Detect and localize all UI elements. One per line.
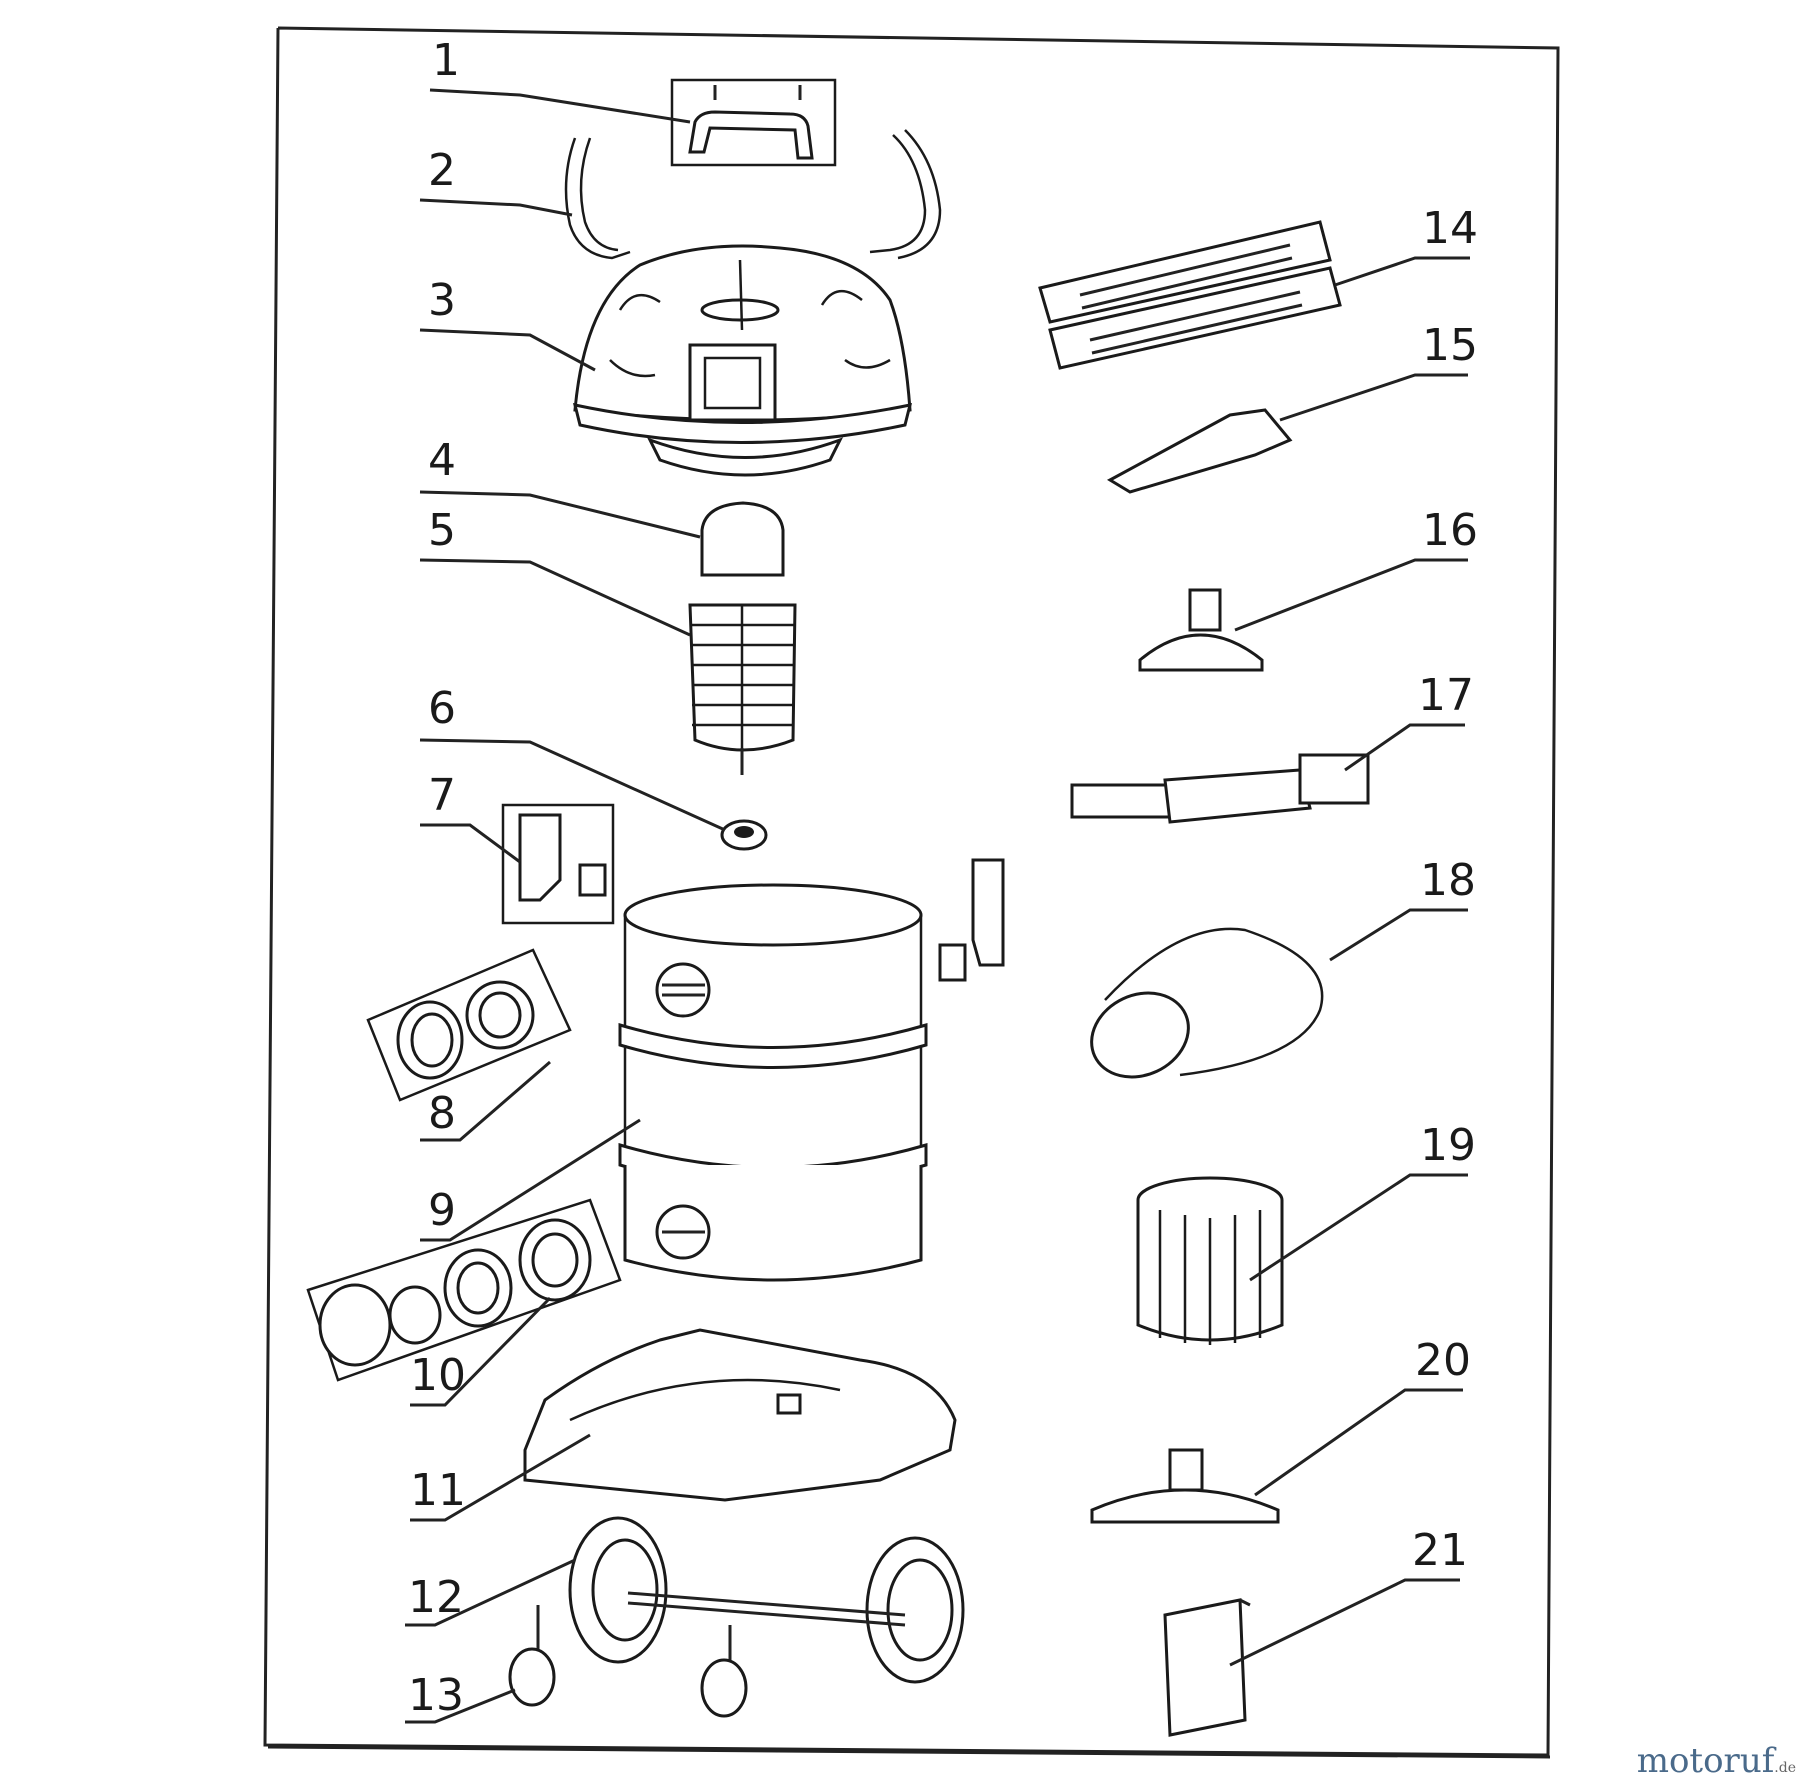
watermark-brand: motoruf: [1636, 1741, 1775, 1781]
part-2-clips: [564, 129, 942, 260]
part-number-label: 3: [428, 275, 456, 326]
part-number-label: 7: [428, 770, 456, 821]
part-number-label: 4: [428, 435, 456, 486]
part-number-label: 17: [1418, 670, 1474, 721]
part-number-label: 1: [432, 35, 460, 86]
part-number-label: 13: [408, 1670, 464, 1721]
part-19-cartridge-filter: [1136, 1176, 1284, 1345]
part-1-handle: [670, 78, 837, 167]
part-15-crevice-nozzle: [1106, 408, 1293, 494]
part-number-label: 15: [1422, 320, 1478, 371]
part-number-label: 9: [428, 1185, 456, 1236]
part-3-motor-head: [572, 244, 913, 477]
part-10-adapter-set: [306, 1198, 622, 1382]
part-13-casters: [508, 1605, 748, 1718]
part-16-brush: [1138, 588, 1264, 672]
watermark-suffix: .de: [1774, 1760, 1796, 1776]
part-12-wheels: [568, 1516, 965, 1684]
part-6-float: [720, 819, 768, 851]
part-number-label: 11: [410, 1465, 466, 1516]
part-21-manual: [1163, 1598, 1251, 1737]
part-number-label: 8: [428, 1088, 456, 1139]
diagram-frame: [263, 26, 1560, 1757]
part-5-filter-cage: [688, 603, 797, 775]
part-number-label: 21: [1412, 1525, 1468, 1576]
part-number-label: 20: [1415, 1335, 1471, 1386]
part-18-sleeve: [1090, 927, 1324, 1079]
part-number-label: 19: [1420, 1120, 1476, 1171]
watermark-logo: motoruf.de: [1637, 1741, 1796, 1781]
leader-lines: [405, 88, 1470, 1724]
part-9-drum: [618, 883, 928, 1282]
part-number-label: 14: [1422, 203, 1478, 254]
part-11-base: [523, 1328, 957, 1502]
part-number-label: 12: [408, 1572, 464, 1623]
part-4-filter-cap: [700, 501, 785, 577]
part-number-label: 10: [410, 1350, 466, 1401]
part-17-hose: [1070, 753, 1370, 824]
part-number-label: 16: [1422, 505, 1478, 556]
part-number-label: 6: [428, 683, 456, 734]
part-14-extension-tubes: [1038, 220, 1342, 370]
part-20-floor-nozzle: [1090, 1448, 1280, 1524]
part-number-labels: 1 2 3 4 5 6 7 8 9 10 11 12 13 14 15 16 1…: [408, 35, 1478, 1721]
part-number-label: 2: [428, 145, 456, 196]
part-8-adapters: [366, 948, 572, 1102]
part-number-label: 18: [1420, 855, 1476, 906]
part-number-label: 5: [428, 505, 456, 556]
part-7-switch: [501, 803, 1005, 982]
